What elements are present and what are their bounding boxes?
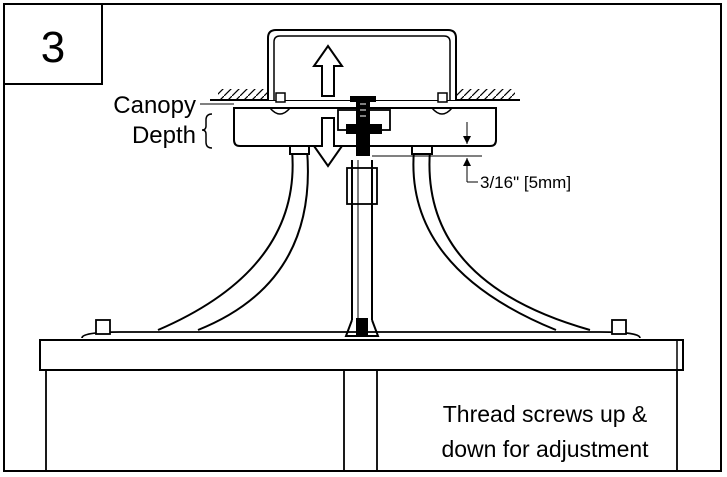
canopy-label-line2: Depth xyxy=(132,122,196,149)
left-arm xyxy=(157,145,310,331)
center-stem xyxy=(344,160,380,337)
down-arrow-icon xyxy=(312,117,344,168)
base-plate xyxy=(39,319,684,371)
center-hardware xyxy=(337,96,391,156)
gap-dimension-label: 3/16" [5mm] xyxy=(480,173,571,192)
outer-frame xyxy=(3,3,722,472)
fixture-body xyxy=(45,370,678,471)
right-arm xyxy=(411,145,591,331)
note-line2: down for adjustment xyxy=(441,436,649,462)
up-arrow-icon xyxy=(312,44,344,97)
canopy-depth-dimension xyxy=(200,103,234,149)
gap-dimension xyxy=(372,122,482,183)
step-number: 3 xyxy=(41,23,65,72)
canopy-label-line1: Canopy xyxy=(113,92,196,119)
step-box xyxy=(3,3,103,85)
junction-box xyxy=(267,29,457,103)
note-line1: Thread screws up & xyxy=(443,401,648,427)
